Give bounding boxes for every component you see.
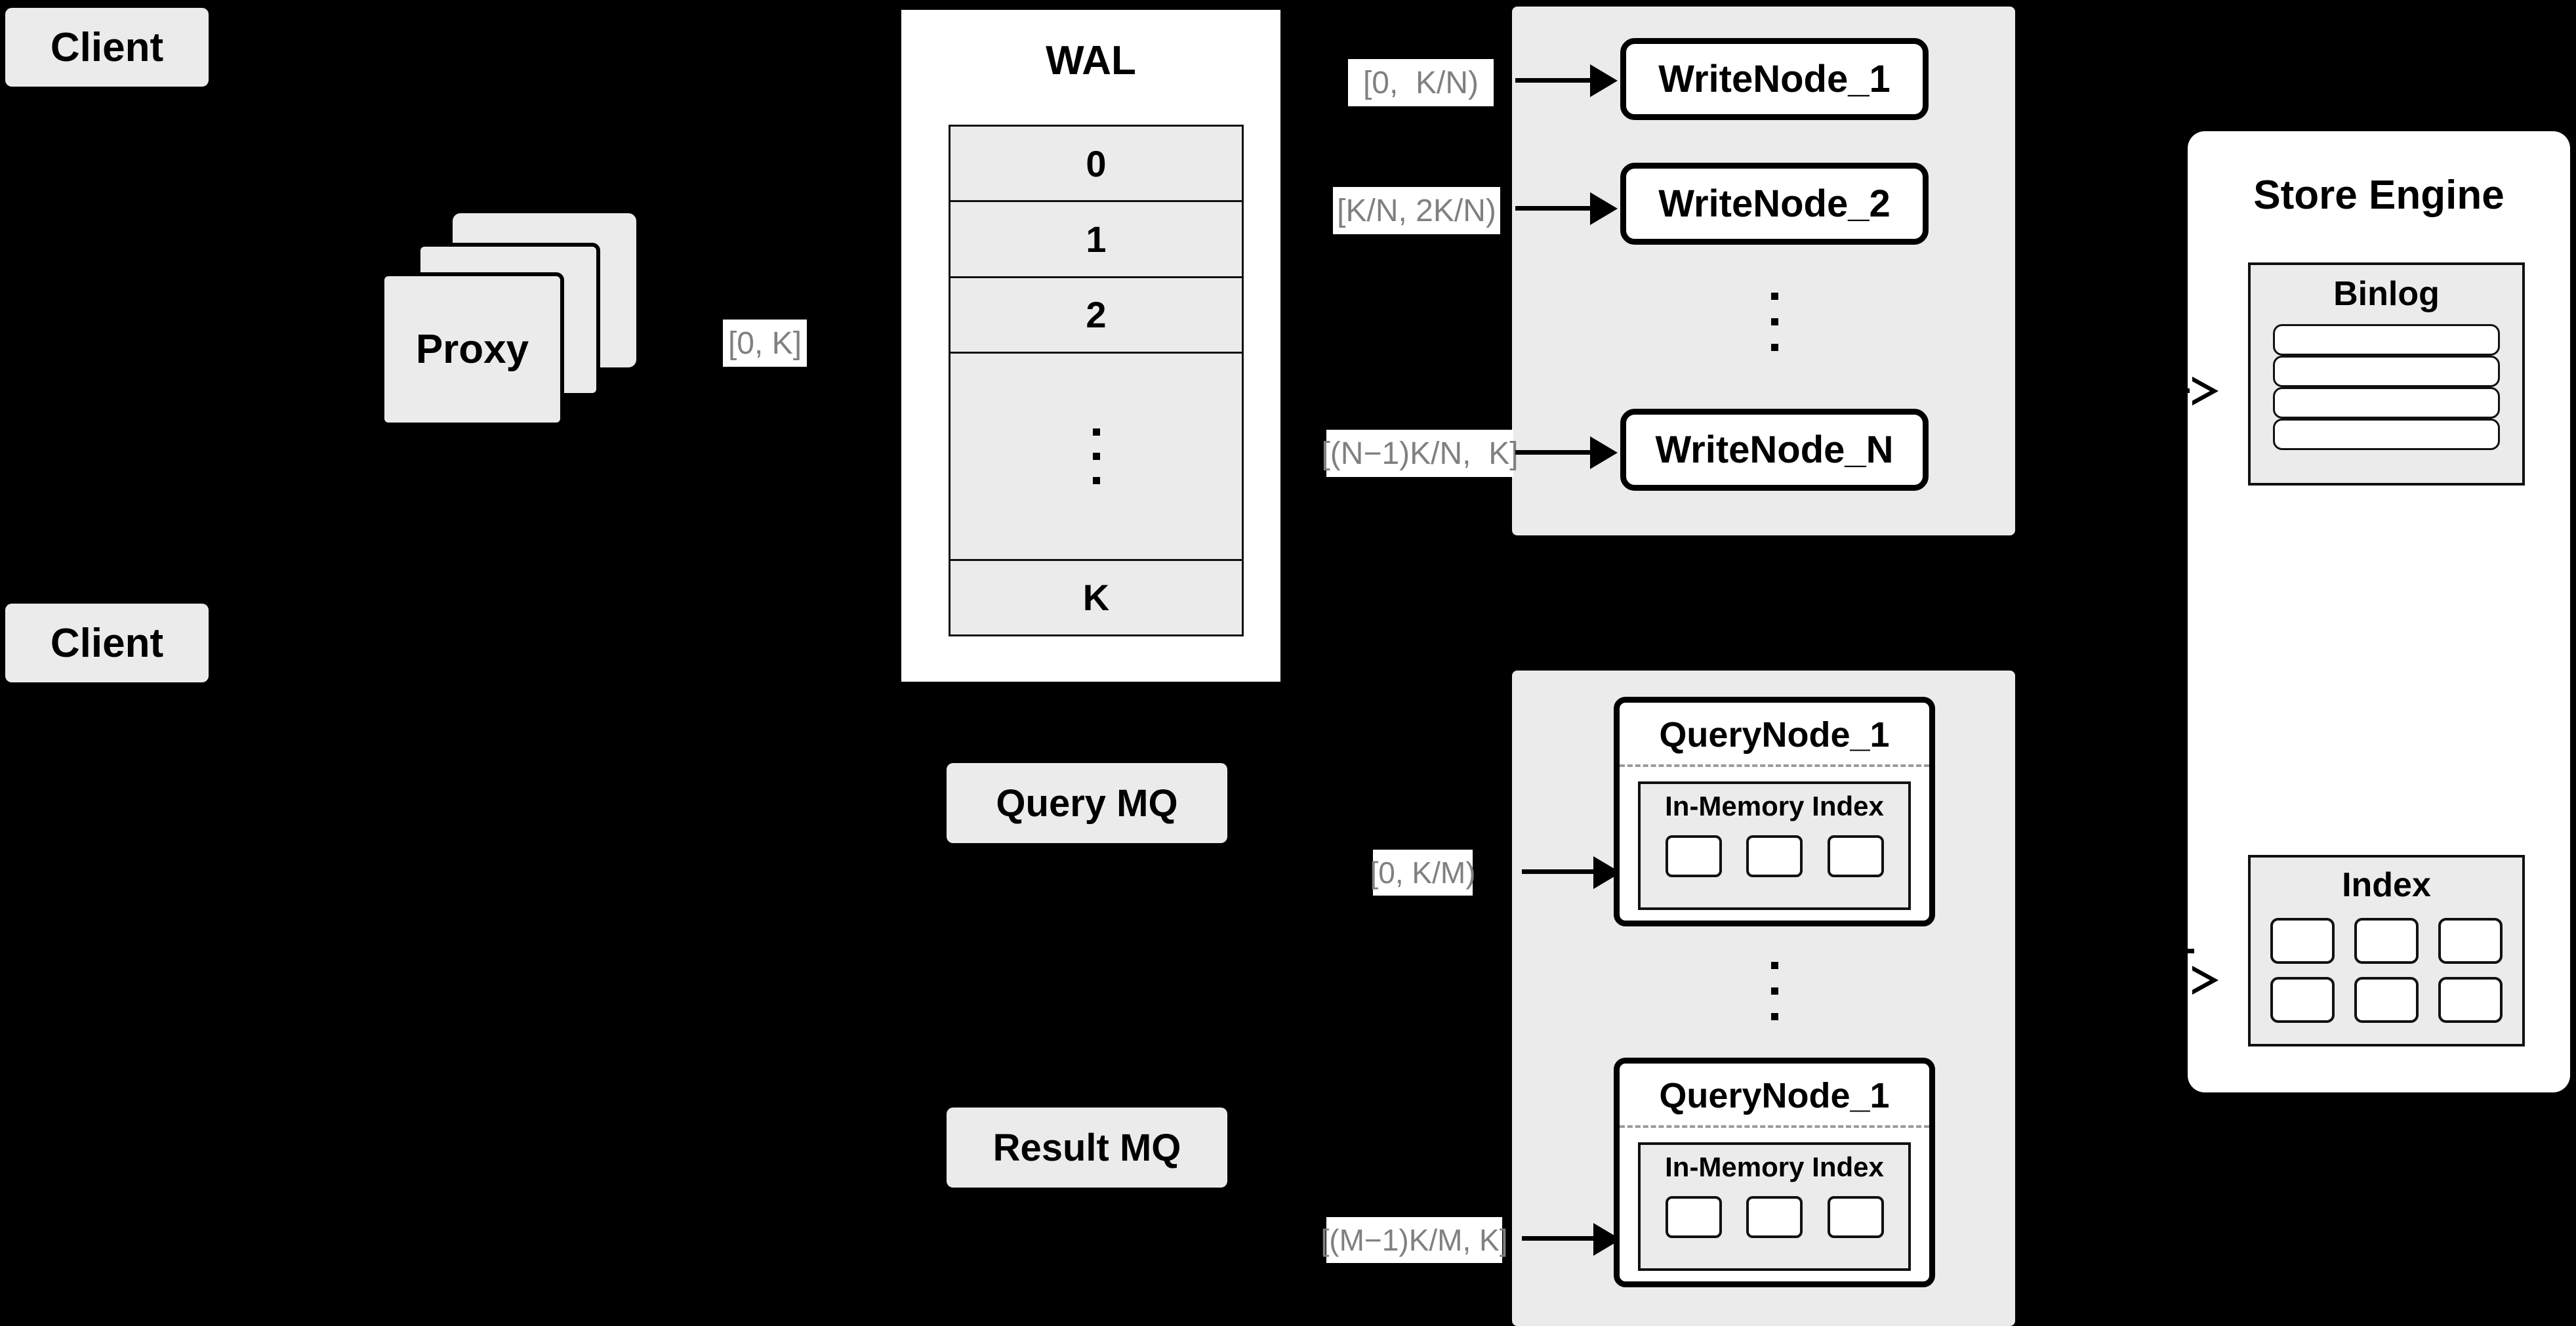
write-node-n-arrow-line [1515,450,1594,455]
store-engine-title: Store Engine [2253,173,2504,218]
write-node-n-arrow-head-icon [1590,436,1618,469]
write-node-n-edge-label: [(N−1)K/N, K] [1321,430,1519,477]
client-node-2[interactable]: Client [5,604,209,682]
ellipsis-dot-icon [1770,292,1778,300]
binlog-title: Binlog [2333,275,2440,313]
proxy-node-label: Proxy [415,327,529,372]
store-engine-panel: Store Engine Binlog Index [2188,131,2570,1092]
write-node-2-edge-label: [K/N, 2K/N) [1333,187,1500,234]
binlog-arrow-head-icon [2190,377,2218,405]
index-cell[interactable] [1665,835,1722,877]
store-index-cell[interactable] [2354,918,2419,964]
client-node-1-label: Client [50,24,164,70]
ellipsis-dot-icon [1770,1012,1778,1020]
binlog-bar[interactable] [2273,356,2500,387]
client-node-2-label: Client [50,620,164,666]
in-memory-index-1-label: In-Memory Index [1665,791,1884,821]
binlog-bar[interactable] [2273,387,2500,419]
binlog-block: Binlog [2248,262,2525,486]
proxy-wal-edge-label: [0, K] [723,320,807,367]
in-memory-index-m: In-Memory Index [1638,1142,1911,1271]
binlog-bar[interactable] [2273,419,2500,450]
index-cell[interactable] [1665,1196,1722,1238]
wal-row[interactable]: K [951,560,1242,634]
wal-row[interactable]: 0 [951,127,1242,203]
in-memory-index-m-label: In-Memory Index [1665,1151,1884,1182]
index-cell[interactable] [1746,835,1803,877]
wal-row[interactable]: 2 [951,278,1242,354]
ellipsis-dot-icon [1770,987,1778,995]
ellipsis-dot-icon [1770,961,1778,969]
query-node-m-divider [1620,1125,1929,1128]
query-node-1[interactable]: QueryNode_1 In-Memory Index [1614,697,1935,926]
query-node-1-label: QueryNode_1 [1659,715,1890,755]
store-index-cell[interactable] [2438,977,2503,1023]
write-node-2-label: WriteNode_2 [1658,182,1891,225]
index-arrow-head-icon [2190,966,2218,995]
ellipsis-dot-icon [1770,343,1778,351]
proxy-stack[interactable]: Proxy [380,213,669,430]
write-node-2-arrow-line [1515,206,1594,211]
binlog-arrow-line [2158,388,2194,393]
store-index-cell[interactable] [2270,977,2335,1023]
index-cell[interactable] [1746,1196,1803,1238]
wal-table: 0 1 2 K [949,125,1244,636]
index-block: Index [2248,855,2525,1046]
query-node-1-divider [1620,764,1929,767]
write-node-1-arrow-line [1515,78,1594,83]
query-node-1-arrow-line [1522,869,1597,874]
client-node-1[interactable]: Client [5,8,209,87]
write-cluster-ellipsis [1765,276,1784,367]
write-node-2[interactable]: WriteNode_2 [1620,163,1929,245]
query-node-m-arrow-line [1522,1236,1597,1241]
index-cell[interactable] [1827,835,1884,877]
proxy-node[interactable]: Proxy [380,272,564,426]
write-node-2-arrow-head-icon [1590,192,1618,225]
result-mq-node[interactable]: Result MQ [947,1108,1227,1188]
ellipsis-dot-icon [1770,318,1778,325]
query-node-m-edge-label: [(M−1)K/M, K] [1321,1217,1508,1263]
wal-panel: WAL 0 1 2 K [897,5,1285,686]
wal-row-ellipsis [951,354,1242,561]
wal-title: WAL [1046,38,1136,83]
ellipsis-dot-icon [1092,452,1100,460]
write-node-1[interactable]: WriteNode_1 [1620,38,1929,120]
ellipsis-dot-icon [1092,476,1100,484]
index-title: Index [2342,866,2431,904]
store-index-cell[interactable] [2354,977,2419,1023]
in-memory-index-1: In-Memory Index [1638,781,1911,910]
store-index-cell[interactable] [2270,918,2335,964]
write-node-1-label: WriteNode_1 [1658,58,1891,100]
query-mq-node[interactable]: Query MQ [947,763,1227,843]
query-node-m-label: QueryNode_1 [1659,1076,1890,1115]
query-cluster-ellipsis [1765,945,1784,1037]
write-node-n[interactable]: WriteNode_N [1620,409,1929,491]
index-arrow-line [2158,949,2194,953]
binlog-bar[interactable] [2273,324,2500,356]
query-node-1-edge-label: [0, K/M) [1370,850,1476,896]
query-node-m[interactable]: QueryNode_1 In-Memory Index [1614,1058,1935,1287]
result-mq-label: Result MQ [992,1126,1181,1169]
store-index-cell[interactable] [2438,918,2503,964]
write-node-n-label: WriteNode_N [1655,428,1894,471]
ellipsis-dot-icon [1092,428,1100,436]
index-cell[interactable] [1827,1196,1884,1238]
write-node-1-edge-label: [0, K/N) [1348,59,1494,106]
write-node-1-arrow-head-icon [1590,64,1618,97]
wal-row[interactable]: 1 [951,202,1242,278]
query-mq-label: Query MQ [996,781,1178,825]
